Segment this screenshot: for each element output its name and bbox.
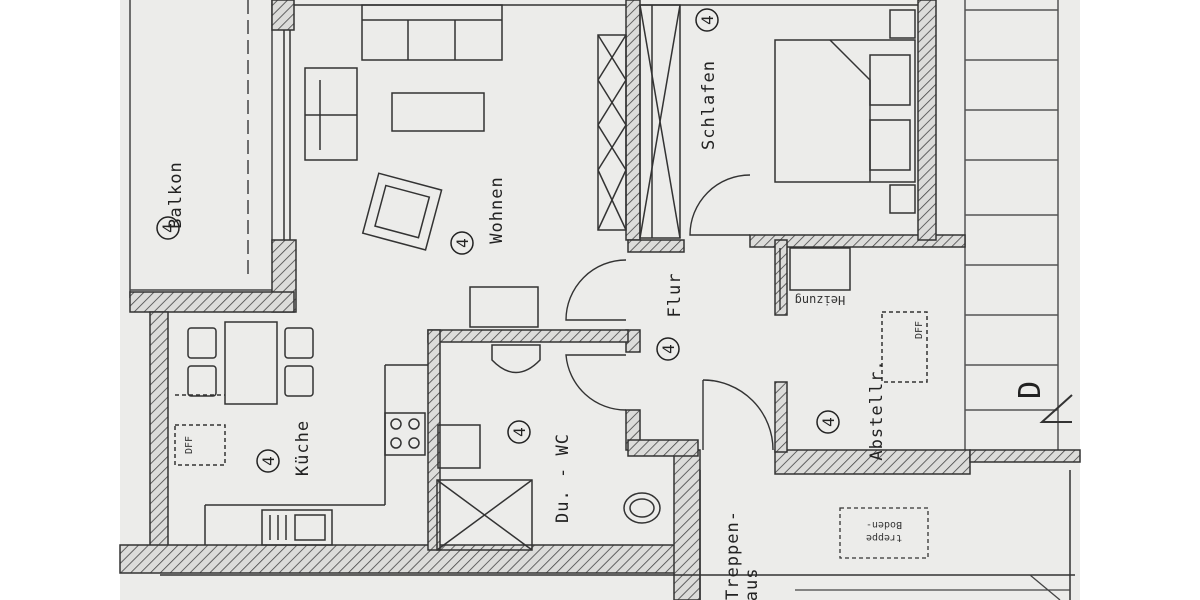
room-markers (156, 8, 840, 473)
balkon-outline (129, 0, 273, 298)
stairs-bottom (795, 574, 1070, 600)
stair-strip-right (964, 0, 1059, 455)
marker-flur: 4 (659, 344, 678, 354)
room-label-schlafen: Schlafen (699, 60, 719, 150)
schlafen-furniture (597, 4, 928, 383)
sofa-left (304, 67, 358, 161)
wardrobe (639, 4, 681, 239)
wc-fixtures (436, 344, 661, 551)
kitchen-sink (261, 509, 333, 546)
north-letter: D (1013, 381, 1048, 399)
toilet (623, 492, 661, 524)
dining-table (224, 321, 278, 405)
doors (565, 174, 781, 451)
room-label-treppenhaus-top: Treppen- (723, 510, 743, 600)
room-label-kueche: Küche (293, 420, 313, 476)
shower (436, 479, 533, 551)
room-label-treppenhaus-bottom: haus (742, 568, 762, 600)
bodentreppe-label-top: Boden- (866, 519, 902, 530)
room-label-abstellraum: Abstellr. (867, 359, 887, 460)
heater-box (789, 247, 851, 291)
wohnen-furniture (304, 4, 539, 328)
shelf-units (597, 34, 627, 231)
room-label-wohnen: Wohnen (487, 176, 507, 243)
bodentreppe-box (839, 507, 929, 559)
double-bed (774, 39, 916, 183)
sofa-top (361, 4, 503, 61)
coffee-table (391, 92, 485, 132)
room-label-balkon: Balkon (166, 161, 186, 228)
room-label-heizung: Heizung (795, 293, 846, 307)
marker-balkon: 4 (159, 223, 178, 233)
side-table (469, 286, 539, 328)
kueche-furniture (174, 321, 426, 546)
dff-label-abstellraum: DFF (914, 321, 925, 339)
washbasin (437, 424, 481, 469)
marker-wohnen: 4 (453, 238, 472, 248)
marker-abstellraum: 4 (819, 417, 838, 427)
dff-label-kueche: DFF (184, 436, 195, 454)
wall-basin (491, 344, 541, 374)
room-label-flur: Flur (665, 273, 685, 318)
room-label-wc: Du. - WC (553, 433, 573, 523)
marker-schlafen: 4 (698, 15, 717, 25)
armchair (361, 172, 443, 251)
bodentreppe-label-bottom: treppe (866, 532, 902, 543)
marker-wc: 4 (510, 427, 529, 437)
stove (384, 412, 426, 456)
marker-kueche: 4 (259, 456, 278, 466)
triangle-marker-icon (1039, 394, 1073, 423)
